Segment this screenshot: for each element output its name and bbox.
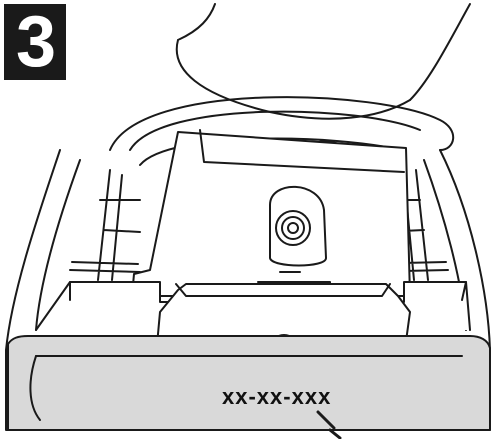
part-code-label: xx-xx-xxx <box>222 384 332 409</box>
bracket-screw-inner <box>287 222 299 234</box>
label-pointer <box>316 410 342 440</box>
handle-left-edge <box>177 3 216 41</box>
collar-outer-arc <box>109 96 455 151</box>
collar-inner-arc <box>129 110 421 151</box>
mounting-plate-top-lip <box>199 129 405 173</box>
bracket-screw-outer <box>275 210 311 246</box>
left-ribs <box>69 169 141 281</box>
sliding-cover-notch <box>175 283 391 297</box>
base-housing-inner-rim <box>35 159 81 331</box>
handle-right-edge <box>409 3 471 101</box>
bracket-screw-mid <box>281 216 305 240</box>
label-tray <box>7 335 491 431</box>
base-shelf-edge <box>69 281 467 301</box>
handle-body <box>175 39 411 120</box>
step-number-badge: 3 <box>4 4 66 80</box>
label-tray-inner-left <box>29 355 41 421</box>
